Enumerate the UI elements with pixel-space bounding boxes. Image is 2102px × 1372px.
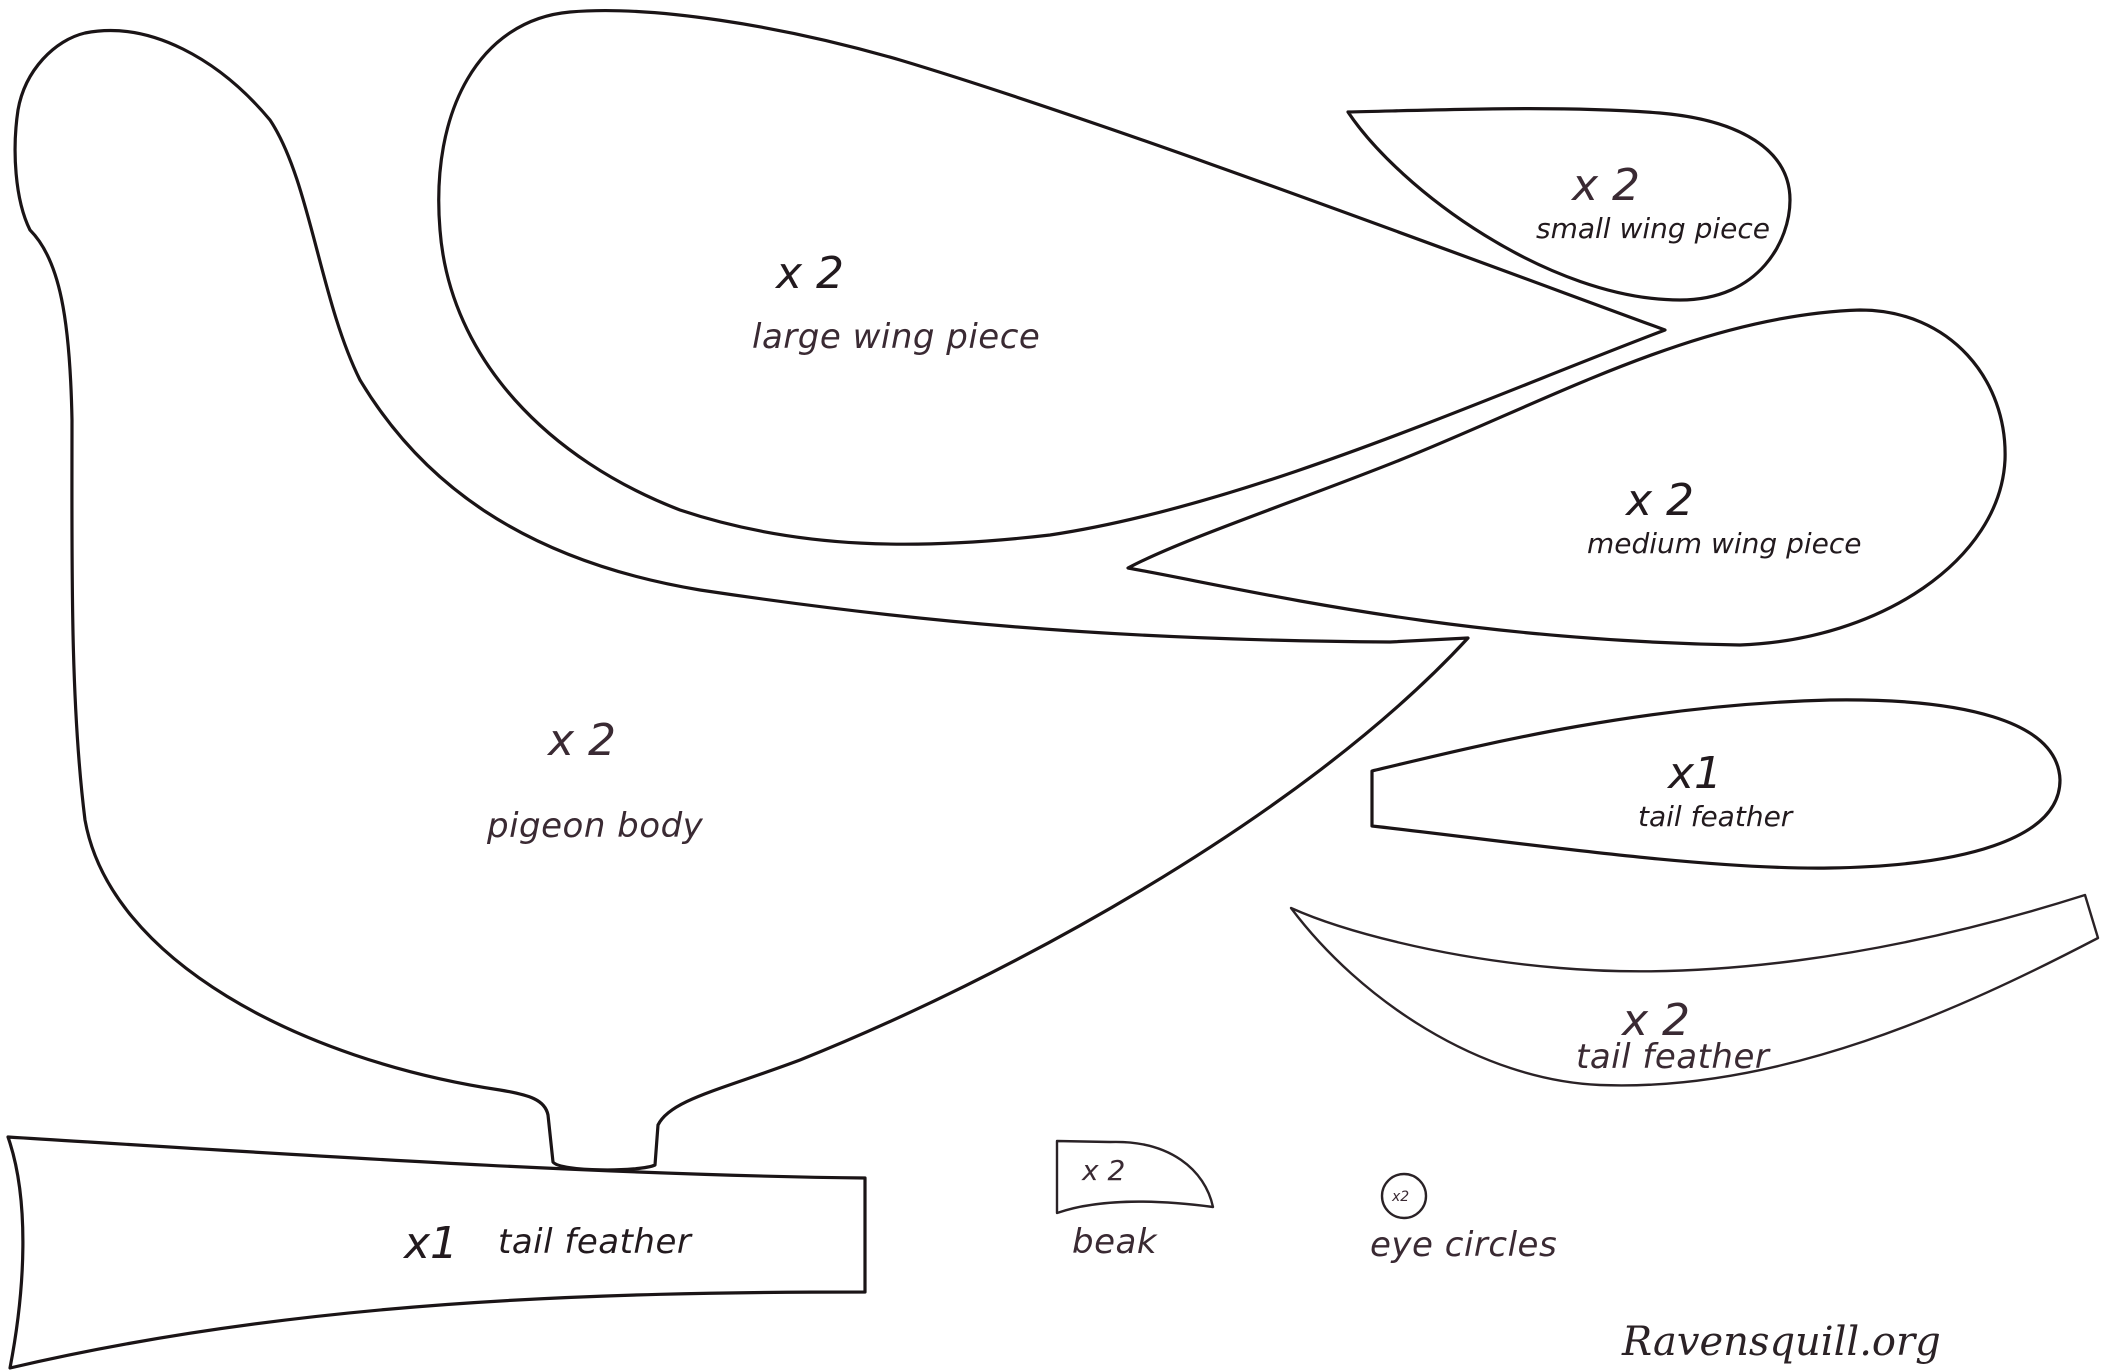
eye-circle-outline — [1380, 1172, 1428, 1220]
tail-feather-bottom-label: tail feather — [498, 1222, 693, 1262]
eye-circles-count: x2 — [1391, 1189, 1409, 1205]
large-wing-outline — [437, 9, 1667, 546]
eye-circles-label: eye circles — [1370, 1225, 1557, 1265]
tail-feather-right-1-outline — [1370, 698, 2062, 870]
small-wing-label: small wing piece — [1536, 212, 1770, 245]
body-label: pigeon body — [486, 806, 704, 846]
small-wing-outline — [1346, 107, 1792, 302]
large-wing-label: large wing piece — [752, 317, 1040, 357]
beak-count: x 2 — [1081, 1154, 1125, 1187]
tail-feather-right-2-outline — [1289, 893, 2100, 1087]
body-count: x 2 — [546, 715, 616, 766]
large-wing-count: x 2 — [774, 248, 844, 299]
beak-outline — [1055, 1139, 1215, 1215]
tail-feather-right-1-count: x1 — [1666, 748, 1722, 799]
small-wing-count: x 2 — [1570, 160, 1640, 211]
medium-wing-outline — [1126, 308, 2007, 647]
medium-wing-label: medium wing piece — [1587, 527, 1861, 560]
pigeon-body-outline — [13, 28, 1470, 1172]
tail-feather-right-2-count: x 2 — [1620, 995, 1690, 1046]
signature-watermark: Ravensquill.org — [1621, 1319, 1941, 1365]
tail-feather-right-2-label: tail feather — [1576, 1037, 1771, 1077]
tail-feather-bottom-outline — [6, 1135, 867, 1370]
medium-wing-count: x 2 — [1624, 475, 1694, 526]
beak-label: beak — [1072, 1222, 1158, 1262]
tail-feather-bottom-count: x1 — [402, 1218, 458, 1269]
tail-feather-right-1-label: tail feather — [1638, 800, 1794, 833]
